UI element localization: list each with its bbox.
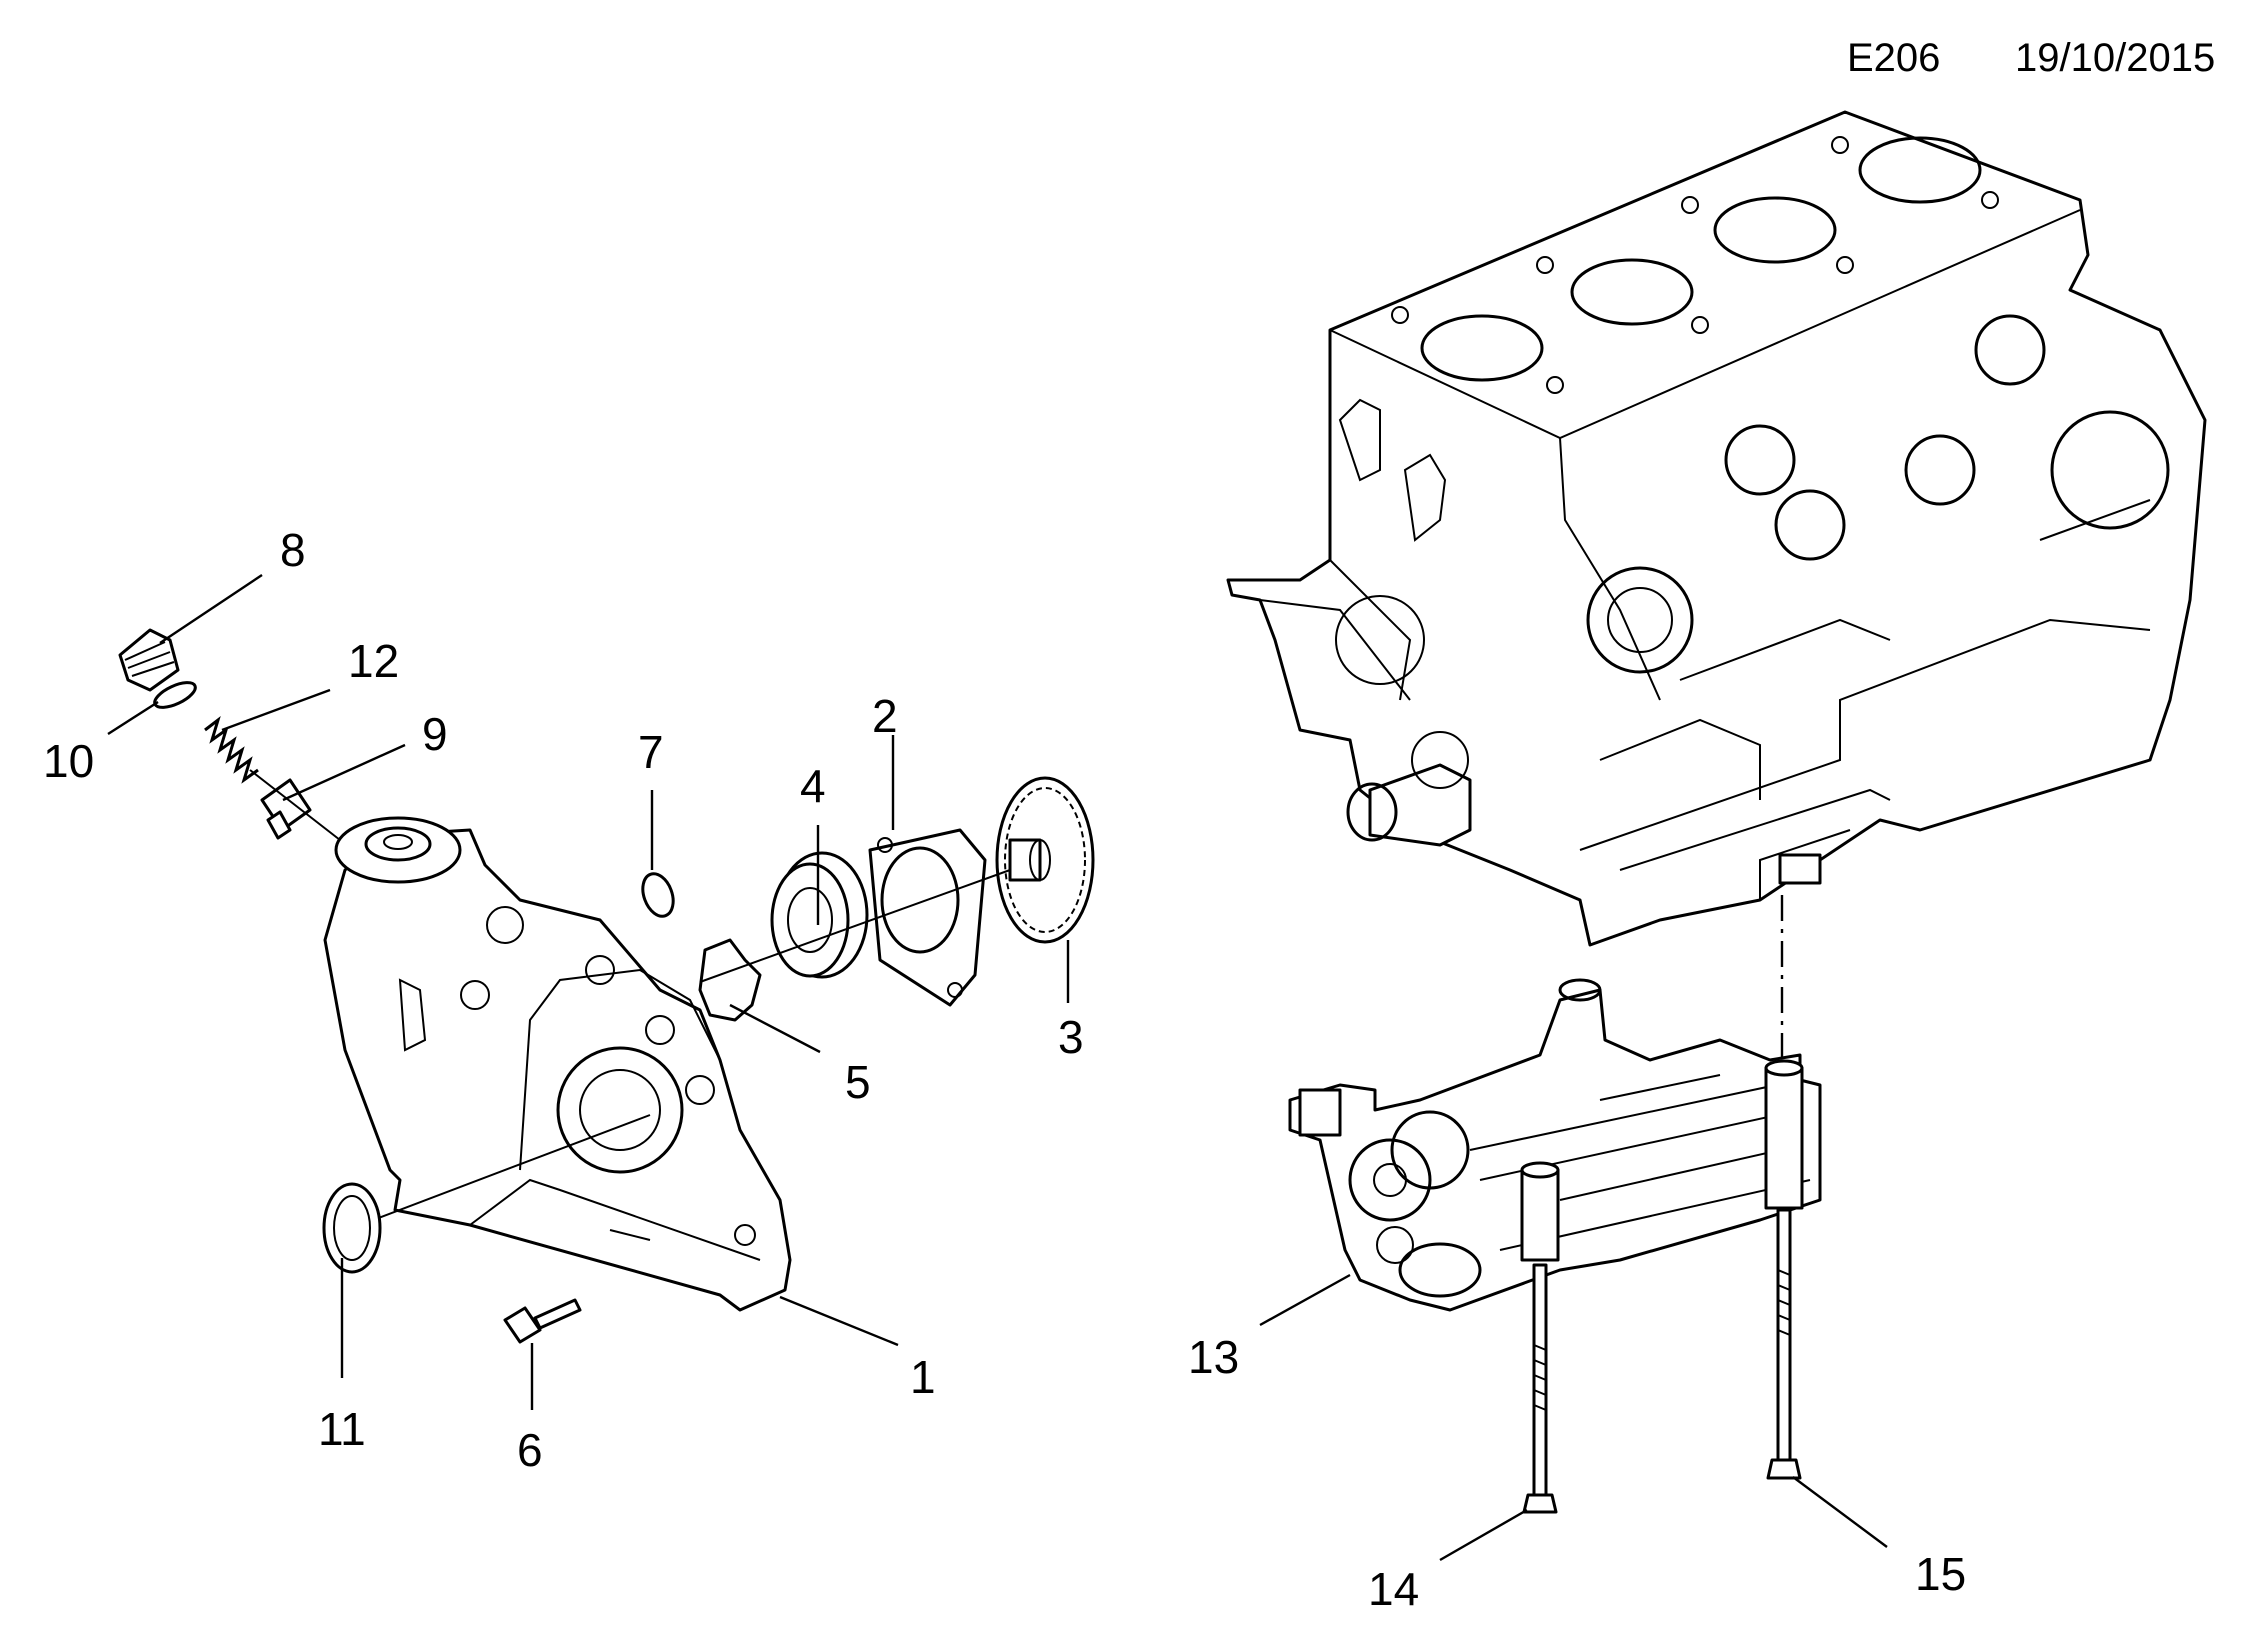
spring-12-drawing: [204, 715, 259, 784]
callout-10: 10: [43, 735, 94, 787]
callout-5: 5: [845, 1056, 871, 1108]
callout-4: 4: [800, 760, 826, 812]
relief-valve-plug-drawing: [118, 628, 180, 692]
screw-6-drawing: [503, 1298, 582, 1344]
seal-ring-7-drawing: [641, 872, 675, 918]
cover-plate-2-drawing: [868, 828, 987, 1007]
callout-7: 7: [638, 726, 664, 778]
oil-pump-housing-drawing: [323, 816, 792, 1312]
drive-gear-3-drawing: [995, 776, 1095, 944]
callout-9: 9: [422, 708, 448, 760]
bolt-15-drawing: [1766, 1208, 1802, 1480]
inner-rotor-5-drawing: [698, 938, 762, 1022]
callout-6: 6: [517, 1424, 543, 1476]
callout-14: 14: [1368, 1563, 1419, 1615]
outer-rotor-4-drawing: [770, 851, 869, 979]
diagram-date: 19/10/2015: [2015, 36, 2215, 80]
callout-2: 2: [872, 690, 898, 742]
callout-13: 13: [1188, 1331, 1239, 1383]
engine-block-drawing: [1226, 110, 2207, 947]
callout-12: 12: [348, 635, 399, 687]
callout-8: 8: [280, 524, 306, 576]
diagram-code: E206: [1847, 36, 1940, 80]
bolt-14-drawing: [1522, 1263, 1558, 1514]
callout-3: 3: [1058, 1011, 1084, 1063]
callout-15: 15: [1915, 1548, 1966, 1600]
callout-leaders: [107, 574, 1888, 1562]
balancer-module-drawing: [1288, 978, 1822, 1312]
relief-valve-axis: [249, 769, 341, 841]
callout-11: 11: [318, 1403, 366, 1455]
oil-seal-axis: [359, 1114, 651, 1226]
pump-shaft-axis: [699, 869, 1011, 983]
oil-seal-11-drawing: [322, 1182, 382, 1274]
relief-piston-9-drawing: [260, 778, 312, 840]
callout-1: 1: [910, 1351, 936, 1403]
